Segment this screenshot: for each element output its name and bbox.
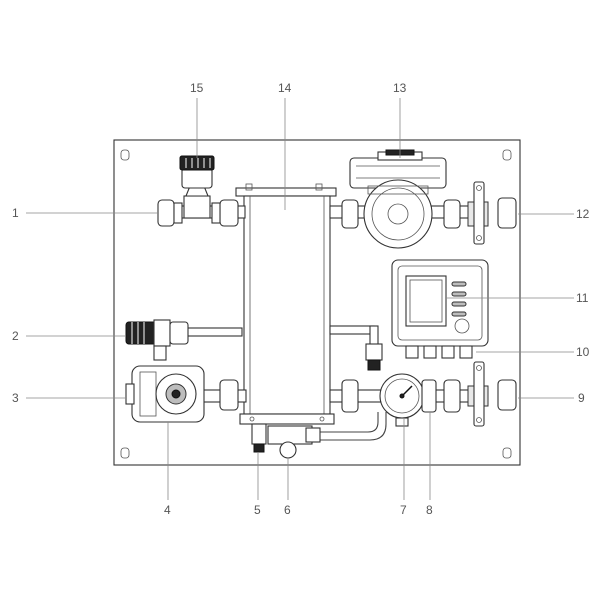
top-left-pipe-assembly [157, 155, 246, 227]
callout-6: 6 [284, 503, 291, 517]
callout-1: 1 [12, 206, 19, 220]
callout-3: 3 [12, 391, 19, 405]
bottom-right-pipe-assembly [316, 361, 517, 441]
bottom-drain-assembly [251, 423, 321, 459]
callout-4: 4 [164, 503, 171, 517]
callout-15: 15 [190, 81, 204, 95]
callout-2: 2 [12, 329, 19, 343]
safety-valve-assembly [125, 319, 243, 361]
callout-13: 13 [393, 81, 407, 95]
callout-labels: 1 2 3 4 5 6 7 8 9 10 11 12 13 14 15 [12, 81, 590, 517]
callout-11: 11 [576, 291, 589, 305]
circulation-pump-assembly [329, 149, 517, 249]
callout-14: 14 [278, 81, 292, 95]
callout-9: 9 [578, 391, 585, 405]
callout-10: 10 [576, 345, 590, 359]
leader-lines [26, 98, 574, 500]
plate-heat-exchanger [235, 183, 337, 425]
callout-12: 12 [576, 207, 590, 221]
callout-8: 8 [426, 503, 433, 517]
mid-right-pipe [329, 325, 383, 371]
callout-5: 5 [254, 503, 261, 517]
bottom-left-pump-assembly [125, 365, 247, 423]
controller-unit [391, 259, 489, 359]
callout-7: 7 [400, 503, 407, 517]
